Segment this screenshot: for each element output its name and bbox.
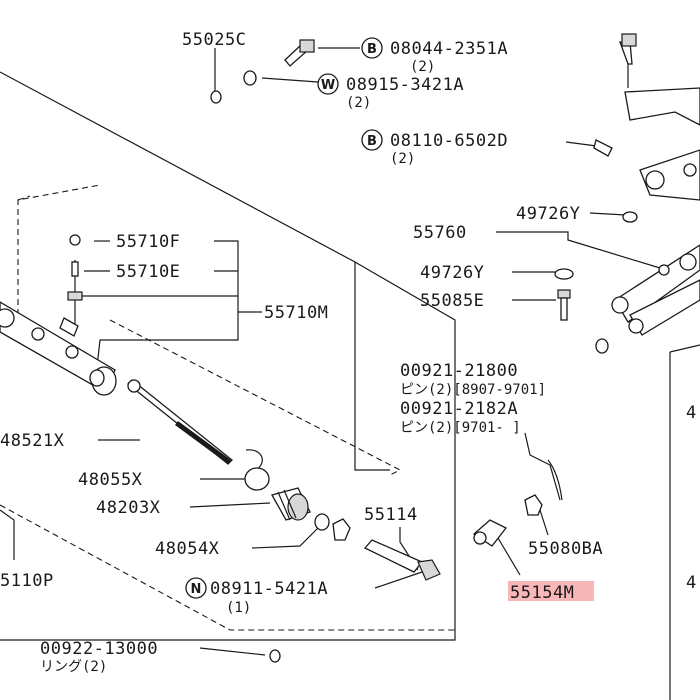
circle-B-2-letter: B	[367, 134, 377, 149]
label-49726Y-a: 49726Y	[516, 204, 580, 224]
qty-08911: (1)	[226, 600, 251, 616]
mount-bolts	[67, 234, 83, 301]
label-08911-5421A: 08911-5421A	[210, 579, 328, 599]
part-labels: 55025C 08044-2351A (2) 08915-3421A (2) 0…	[0, 30, 697, 675]
circle-B-1: B	[361, 37, 383, 59]
boot	[271, 487, 311, 521]
label-48521X: 48521X	[0, 431, 65, 451]
washer-08915	[243, 70, 257, 86]
tie-rod-nut	[332, 518, 351, 541]
small-ring	[314, 513, 330, 531]
circle-B-1-letter: B	[367, 42, 377, 57]
label-48055X: 48055X	[78, 470, 143, 490]
label-08915-3421A: 08915-3421A	[346, 75, 464, 95]
bracket-assembly	[593, 33, 700, 201]
note-00921-2182A: ピン(2)[9701- ]	[400, 420, 521, 436]
ring-00922	[269, 649, 281, 663]
label-55025C: 55025C	[182, 30, 246, 50]
label-5110P: 5110P	[0, 571, 54, 591]
label-55080BA: 55080BA	[528, 539, 603, 559]
qty-08110: (2)	[390, 151, 415, 167]
label-4-top: 4	[686, 403, 697, 423]
label-49726Y-b: 49726Y	[420, 263, 484, 283]
note-00922-13000: リング(2)	[40, 659, 107, 675]
label-55760: 55760	[413, 223, 467, 243]
assembly-outline	[0, 71, 700, 700]
label-00922-13000: 00922-13000	[40, 639, 158, 659]
label-08110-6502D: 08110-6502D	[390, 131, 508, 151]
circle-N: N	[185, 577, 207, 599]
nut-55080BA	[524, 494, 543, 516]
qty-08044: (2)	[410, 59, 435, 75]
label-00921-2182A: 00921-2182A	[400, 399, 518, 419]
washer-55025C	[210, 90, 222, 104]
highlight-55154M	[508, 581, 594, 601]
note-00921-21800: ピン(2)[8907-9701]	[400, 382, 546, 398]
pin-00921	[547, 459, 563, 501]
circle-W: W	[317, 73, 339, 95]
leader-lines	[74, 47, 661, 656]
label-55085E: 55085E	[420, 291, 484, 311]
label-08044-2351A: 08044-2351A	[390, 39, 508, 59]
label-48054X: 48054X	[155, 539, 220, 559]
label-55710M: 55710M	[264, 303, 328, 323]
washer-right	[595, 338, 609, 354]
circle-N-letter: N	[191, 582, 202, 597]
circle-W-letter: W	[321, 78, 335, 93]
label-00921-21800: 00921-21800	[400, 361, 518, 381]
tie-rod	[127, 379, 270, 491]
circle-B-2: B	[361, 129, 383, 151]
label-4-bottom: 4	[686, 573, 697, 593]
hose-55114	[363, 539, 441, 581]
label-48203X: 48203X	[96, 498, 161, 518]
label-55114: 55114	[364, 505, 418, 525]
fitting-55154M	[472, 519, 507, 547]
pipe-55760	[611, 244, 700, 336]
washer-49726Y	[554, 211, 638, 280]
label-55710F: 55710F	[116, 232, 180, 252]
label-55154M: 55154M	[510, 583, 574, 603]
label-55710E: 55710E	[116, 262, 180, 282]
qty-08915: (2)	[346, 95, 371, 111]
rack-housing	[0, 301, 117, 396]
bolt-55085E	[557, 289, 571, 321]
bolt-08044	[284, 39, 315, 67]
